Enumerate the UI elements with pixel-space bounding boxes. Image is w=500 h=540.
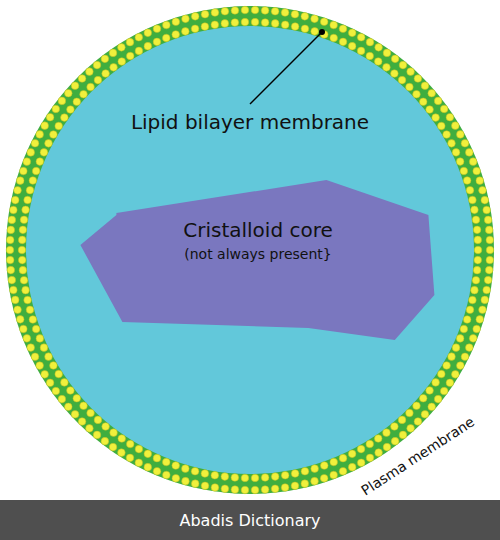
core-title: Cristalloid core [78,218,438,242]
leader-dot [319,29,325,35]
core-shape: Cristalloid core (not always present} [78,178,438,342]
membrane-label: Lipid bilayer membrane [131,110,369,134]
watermark: Abadis Dictionary [180,511,321,530]
membrane-band [6,6,494,494]
core-note: (not always present} [78,246,438,262]
leader-line [250,32,322,104]
vesicle-lumen [26,26,474,474]
lipid-heads [6,6,494,494]
